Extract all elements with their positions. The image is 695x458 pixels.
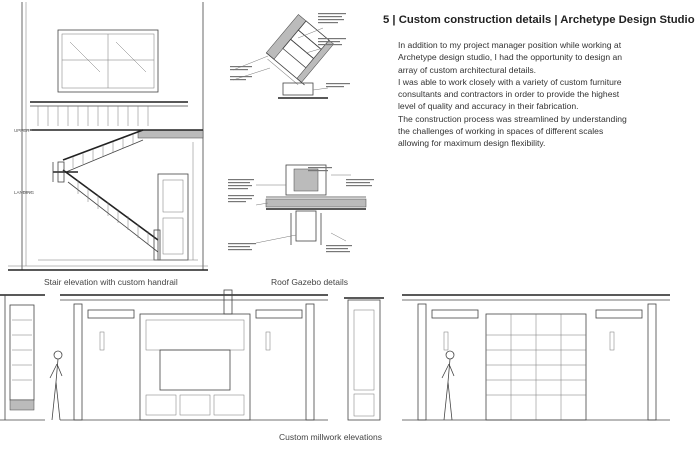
paragraph-1: In addition to my project manager positi… bbox=[398, 40, 623, 75]
paragraph-3: The construction process was streamlined… bbox=[398, 113, 627, 149]
description-text: In addition to my project manager positi… bbox=[398, 39, 630, 150]
level-label-upper: UPPER bbox=[14, 128, 30, 133]
page-heading: 5 | Custom construction details | Archet… bbox=[383, 14, 695, 26]
gazebo-detail-bottom bbox=[228, 164, 374, 253]
stair-elevation-drawing bbox=[8, 2, 208, 271]
caption-millwork: Custom millwork elevations bbox=[279, 432, 382, 442]
level-label-landing: LANDING bbox=[14, 190, 35, 195]
caption-gazebo: Roof Gazebo details bbox=[271, 277, 349, 287]
caption-stair: Stair elevation with custom handrail bbox=[44, 277, 178, 287]
millwork-elevations-drawing bbox=[0, 289, 670, 421]
paragraph-2: I was able to work closely with a variet… bbox=[398, 76, 622, 112]
gazebo-detail-top bbox=[230, 13, 350, 99]
